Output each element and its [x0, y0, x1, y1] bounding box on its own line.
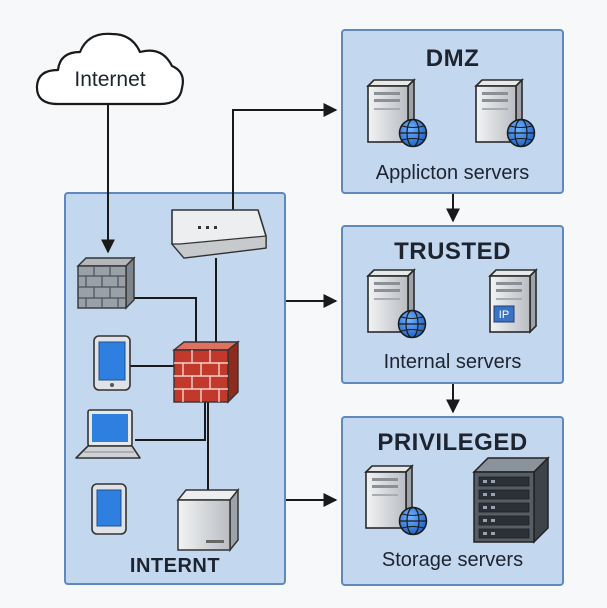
globe-icon [398, 118, 428, 148]
laptop-to-firewall-line [135, 400, 206, 441]
router-icon [170, 209, 267, 259]
dmz-title: DMZ [425, 45, 480, 72]
firewall-icon [76, 256, 136, 310]
privileged-caption: Storage servers [381, 549, 524, 571]
server-ip-badge: IP [499, 309, 509, 321]
phone-icon [91, 483, 127, 535]
globe-icon [398, 506, 428, 536]
trusted-caption: Internal servers [383, 351, 522, 373]
connections [101, 103, 460, 507]
rack-server-icon [472, 456, 550, 544]
server-icon: IP [489, 269, 537, 333]
tablet-icon [93, 335, 131, 391]
laptop-icon [75, 409, 141, 459]
dmz-zone: DMZ Applicton servers [341, 29, 564, 194]
trusted-title: TRUSTED [394, 238, 511, 265]
privileged-title: PRIVILEGED [377, 429, 528, 456]
globe-icon [397, 309, 427, 339]
internal-zone-label: INTERNT [129, 555, 221, 577]
firewall-icon [172, 340, 240, 404]
switch-to-firewall-line [134, 297, 197, 345]
router-to-dmz-line [232, 103, 338, 212]
globe-icon [506, 118, 536, 148]
dmz-caption: Applicton servers [375, 162, 530, 184]
cloud-icon [35, 32, 184, 106]
internet-label: Internet [74, 68, 146, 91]
desktop-tower-icon [176, 487, 240, 553]
